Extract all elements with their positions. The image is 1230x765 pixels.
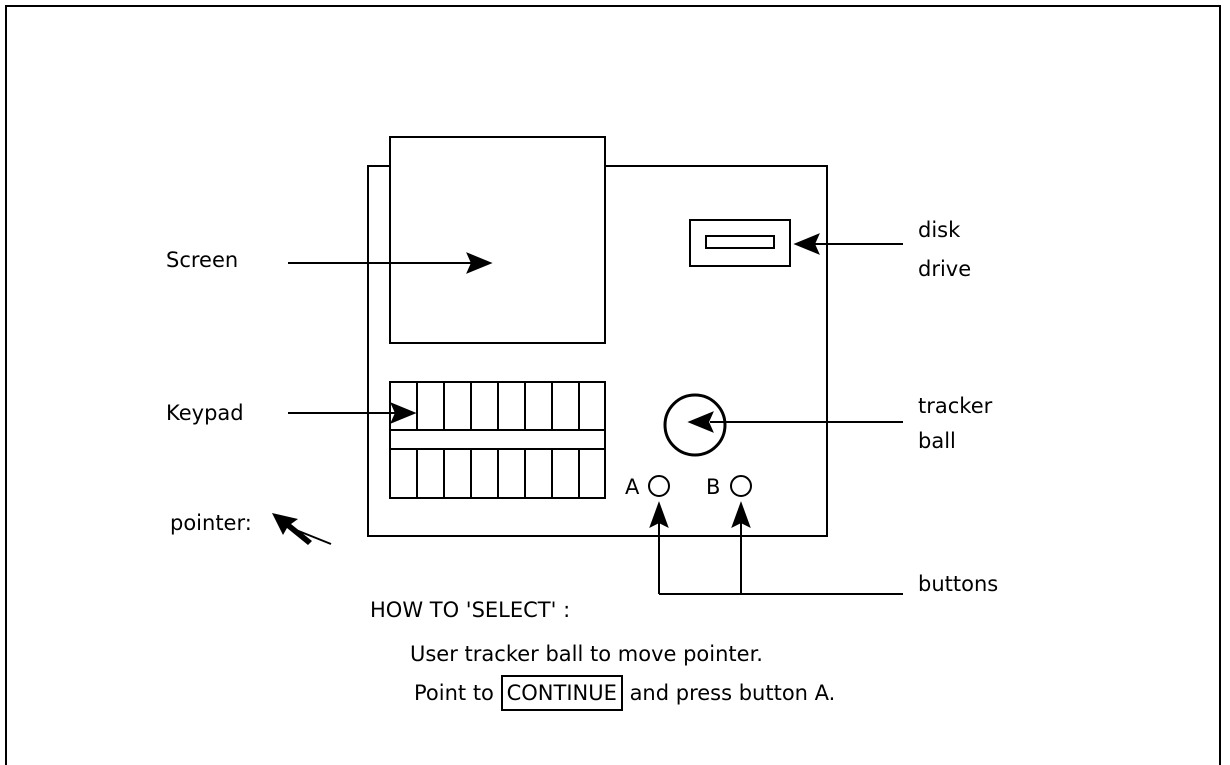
screen-label: Screen [166,247,238,273]
button-b-circle [731,476,751,496]
device-screen [390,137,605,343]
instructions-line1: User tracker ball to move pointer. [410,641,763,667]
buttons-arrows [659,520,903,594]
instructions-line2: Point to CONTINUE and press button A. [414,675,835,711]
disk-drive-arrow [796,235,903,253]
button-b-arrowhead [733,504,749,526]
disk-drive-label-line1: disk [918,217,960,243]
button-a-circle [649,476,669,496]
tracker-ball-label-line1: tracker [918,393,992,419]
keypad-label: Keypad [166,400,244,426]
instructions-heading: HOW TO 'SELECT' : [370,597,570,623]
tracker-ball-label-line2: ball [918,428,956,454]
button-a-label: A [625,474,639,500]
pointer-arrow-icon [272,513,331,545]
button-a-arrowhead [651,504,667,526]
instructions-line2-prefix: Point to [414,681,494,705]
instructions-line2-suffix: and press button A. [630,681,836,705]
continue-button[interactable]: CONTINUE [501,675,623,711]
keypad [390,382,605,498]
disk-drive [690,220,790,266]
keypad-arrow [288,404,414,422]
pointer-label: pointer: [170,510,252,536]
buttons-label: buttons [918,571,998,597]
button-b-label: B [706,474,720,500]
disk-drive-label-line2: drive [918,256,971,282]
